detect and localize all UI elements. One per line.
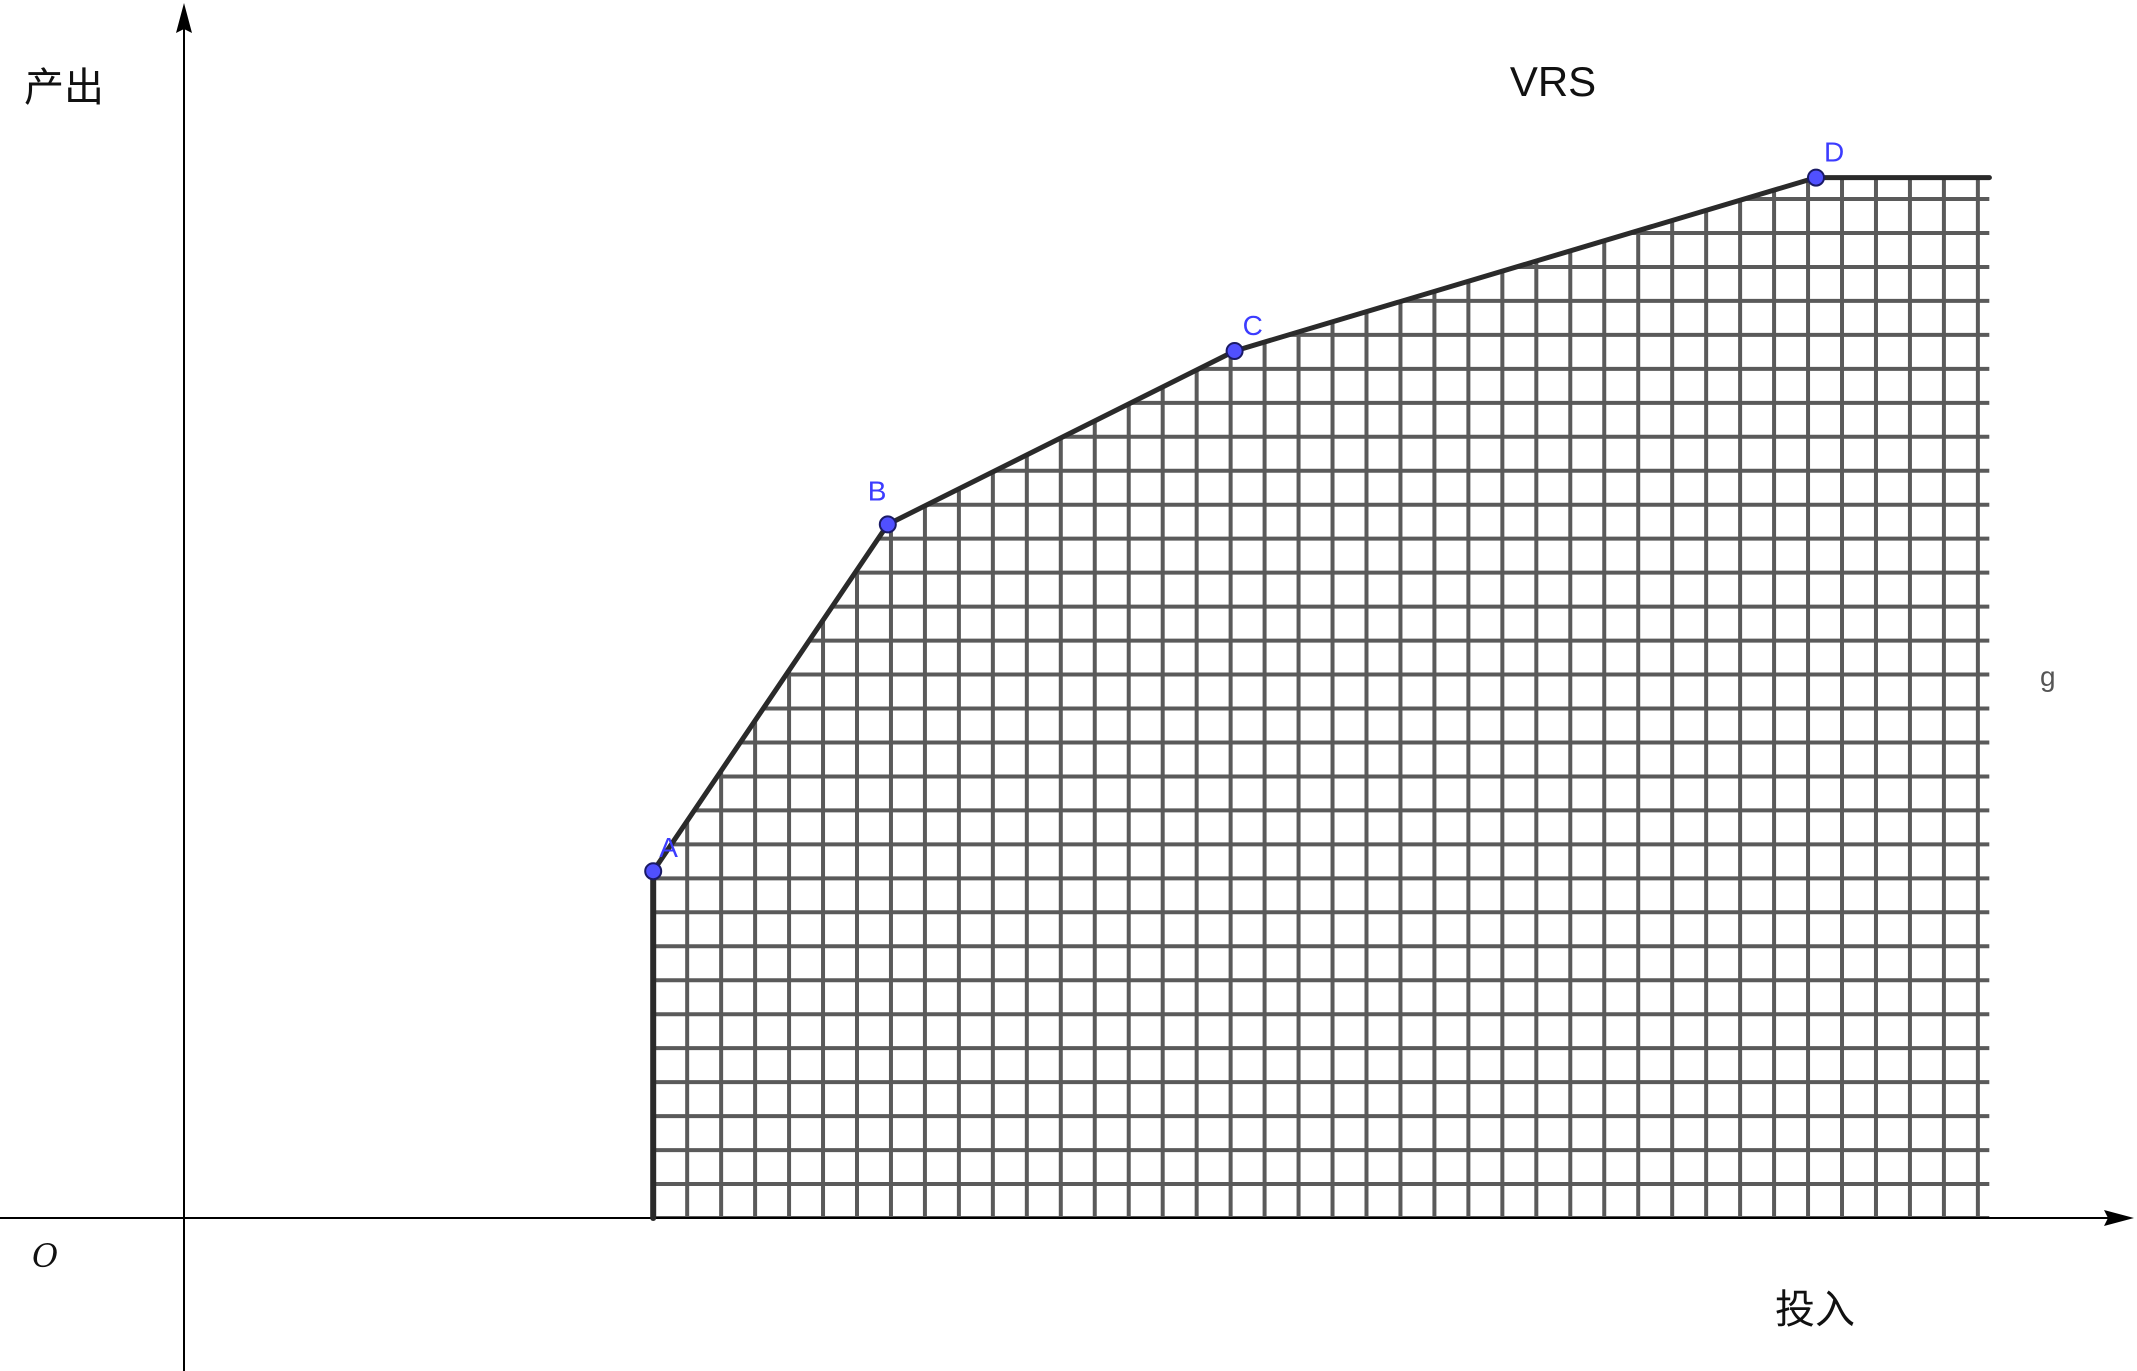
x-axis-arrow (2104, 1210, 2134, 1226)
x-axis-label: 投入 (1775, 1287, 1855, 1333)
point-c (1225, 342, 1244, 360)
point-b (878, 515, 897, 534)
production-possibility-set (653, 177, 1990, 1219)
y-axis-arrow (176, 3, 192, 33)
point-label-b: B (868, 475, 887, 506)
line-label-g: g (2040, 661, 2056, 692)
point-label-a: A (659, 832, 678, 863)
point-label-c: C (1243, 310, 1263, 341)
axes (0, 3, 2134, 1371)
vrs-frontier (650, 175, 1992, 1221)
point-a (644, 862, 663, 881)
chart-title: VRS (1510, 58, 1596, 105)
point-label-d: D (1824, 137, 1844, 168)
y-axis-label: 产出 (24, 65, 104, 111)
origin-label: O (32, 1237, 58, 1275)
frontier-segment-ab (650, 521, 891, 874)
frontier-points: A B C D (644, 137, 1844, 881)
point-d (1807, 168, 1825, 187)
frontier-segment-bc (885, 348, 1238, 527)
frontier-segment-cd (1232, 175, 1819, 354)
